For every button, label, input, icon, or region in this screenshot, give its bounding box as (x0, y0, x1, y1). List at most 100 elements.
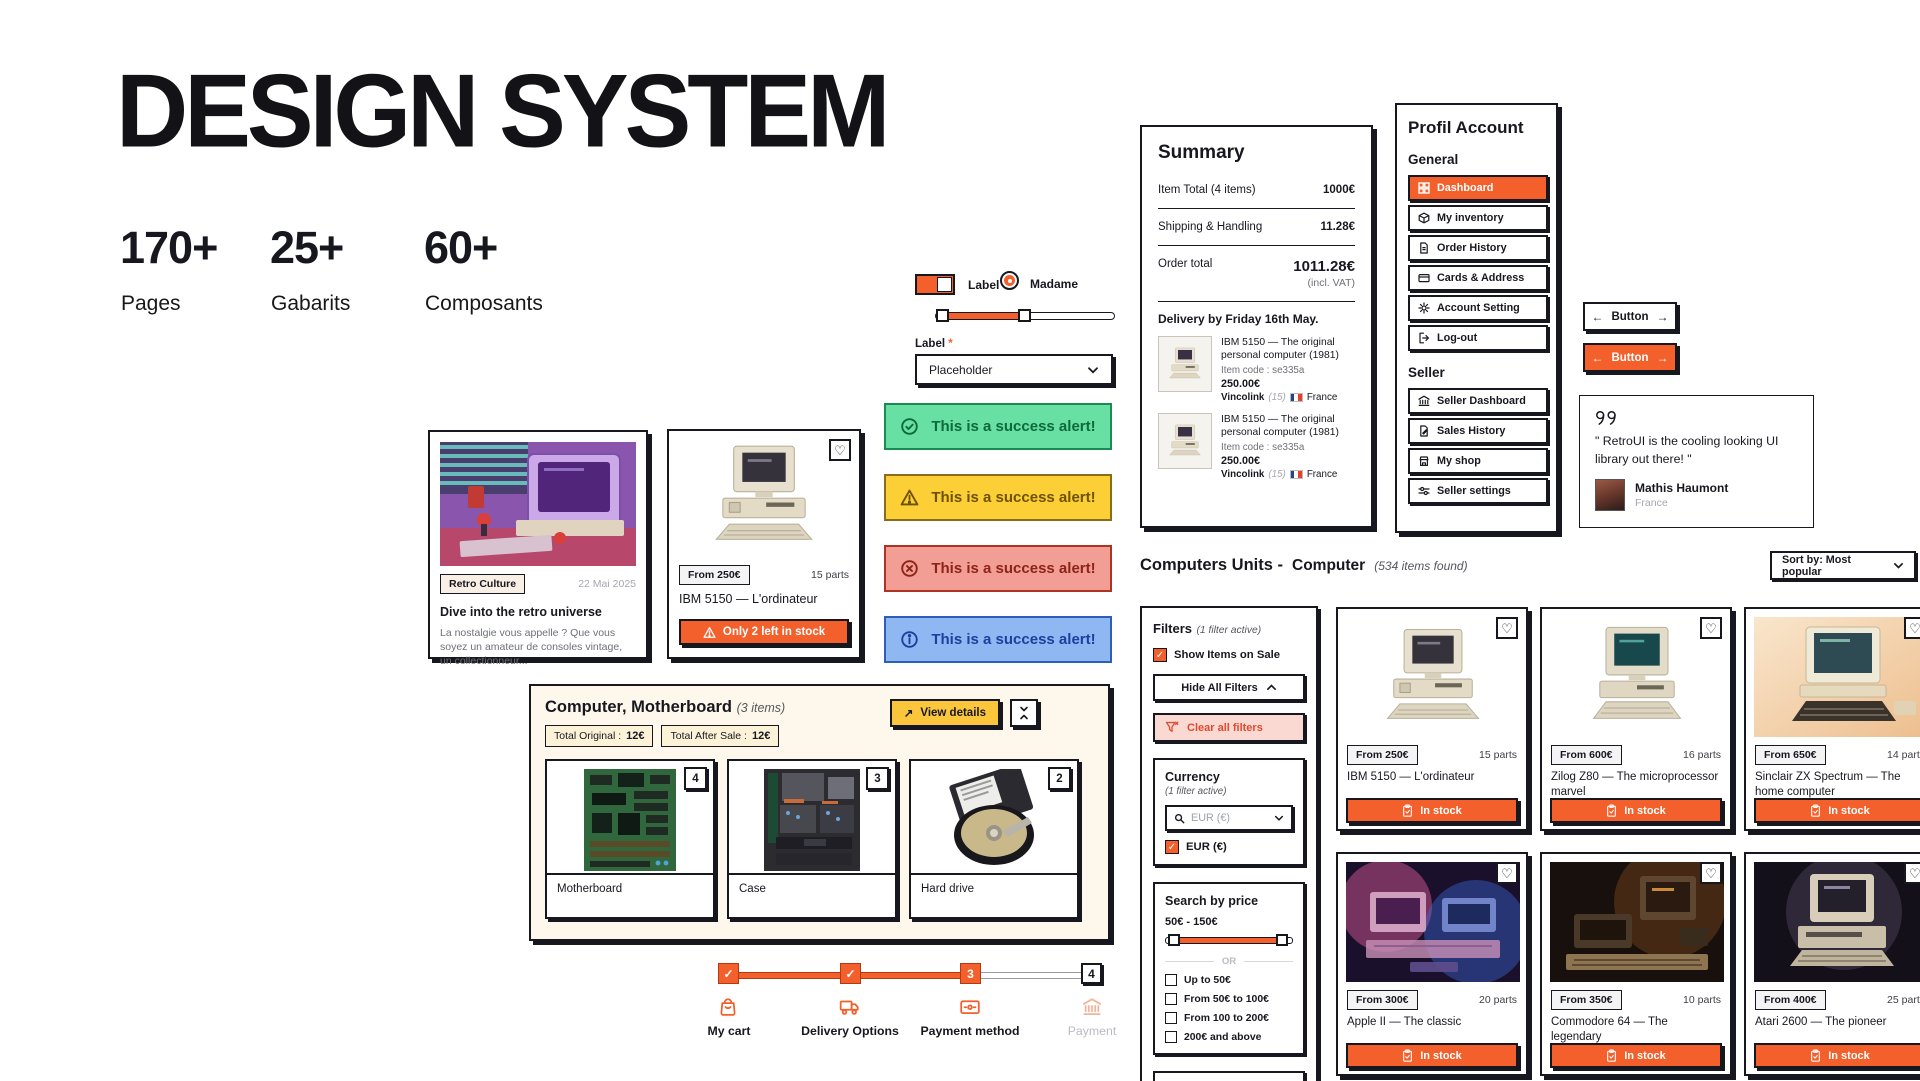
in-stock-button[interactable]: In stock (1754, 798, 1920, 823)
seller-rating: (15) (1268, 391, 1286, 403)
blog-card[interactable]: Retro Culture 22 Mai 2025 Dive into the … (428, 430, 648, 667)
checkout-stepper: ✓ ✓ 3 4 My cart Delivery Options Payment… (705, 960, 1125, 1050)
nav-sales-history[interactable]: Sales History (1408, 418, 1548, 444)
catalog-heading: Computers Units - (1140, 556, 1284, 574)
in-stock-button[interactable]: In stock (1550, 798, 1722, 823)
favorite-button[interactable]: ♡ (829, 439, 851, 461)
favorite-button[interactable]: ♡ (1700, 862, 1722, 884)
bundle-item-motherboard[interactable]: 4 Motherboard (545, 759, 715, 919)
heart-icon: ♡ (1705, 865, 1717, 881)
price-handle-max[interactable] (1276, 934, 1288, 946)
currency-select[interactable]: EUR (€) (1165, 805, 1293, 831)
filters-title: Filters (1153, 621, 1193, 636)
range-slider[interactable] (935, 309, 1115, 322)
clipboard-check-icon (1607, 1049, 1617, 1062)
checkbox-icon[interactable] (1165, 974, 1177, 986)
step-3-marker[interactable]: 3 (960, 963, 981, 984)
seller-name[interactable]: Vincolink (1221, 468, 1265, 480)
filters-panel: Filters (1 filter active) ✓ Show Items o… (1140, 606, 1318, 1081)
radio-madame[interactable] (1000, 271, 1019, 290)
bundle-item-case[interactable]: 3 Case (727, 759, 897, 919)
favorite-button[interactable]: ♡ (1496, 617, 1518, 639)
blog-category-badge: Retro Culture (440, 574, 526, 594)
currency-option-row[interactable]: ✓ EUR (€) (1165, 840, 1293, 854)
product-card-apple-ii[interactable]: ♡ From 300€20 parts Apple II — The class… (1336, 852, 1528, 1076)
slider-handle-max[interactable] (1018, 309, 1031, 322)
in-stock-button[interactable]: In stock (1346, 1043, 1518, 1068)
hide-all-filters-button[interactable]: Hide All Filters (1153, 674, 1305, 701)
item-code: Item code : se335a (1221, 364, 1305, 376)
radio-dot-icon (1004, 275, 1015, 286)
x-circle-icon (901, 560, 919, 577)
price-badge: From 250€ (1347, 745, 1418, 765)
testimonial-author: Mathis Haumont (1635, 480, 1729, 495)
collapse-button[interactable] (1010, 699, 1038, 727)
price-option-row[interactable]: From 50€ to 100€ (1165, 993, 1293, 1005)
product-card-ibm-5150[interactable]: ♡ From 250€15 parts IBM 5150 — L'ordinat… (1336, 607, 1528, 831)
product-card-zilog-z80[interactable]: ♡ From 600€16 parts Zilog Z80 — The micr… (1540, 607, 1732, 831)
sort-dropdown[interactable]: Sort by: Most popular (1770, 551, 1916, 580)
step-2-marker[interactable]: ✓ (840, 963, 861, 984)
checkbox-checked-icon[interactable]: ✓ (1153, 648, 1167, 662)
favorite-button[interactable]: ♡ (1904, 862, 1920, 884)
favorite-button[interactable]: ♡ (1904, 617, 1920, 639)
blog-title: Dive into the retro universe (440, 605, 602, 619)
truck-icon (839, 1000, 859, 1015)
nav-label: My inventory (1437, 212, 1504, 224)
price-option-row[interactable]: Up to 50€ (1165, 974, 1293, 986)
in-stock-button[interactable]: In stock (1346, 798, 1518, 823)
nav-my-inventory[interactable]: My inventory (1408, 205, 1548, 231)
delivery-date: Delivery by Friday 16th May. (1158, 312, 1319, 326)
checkbox-checked-icon[interactable]: ✓ (1165, 840, 1179, 854)
in-stock-button[interactable]: In stock (1754, 1043, 1920, 1068)
favorite-button[interactable]: ♡ (1496, 862, 1518, 884)
bundle-item-name: Case (729, 873, 895, 917)
product-image (1346, 617, 1520, 737)
quote-icon (1596, 410, 1616, 425)
testimonial-card: " RetroUI is the cooling looking UI libr… (1579, 395, 1814, 528)
favorite-button[interactable]: ♡ (1700, 617, 1722, 639)
sale-filter-row[interactable]: ✓ Show Items on Sale (1153, 648, 1305, 662)
low-stock-button[interactable]: Only 2 left in stock (679, 619, 849, 645)
alert-text: This is a success alert! (931, 560, 1096, 577)
placeholder-select[interactable]: Placeholder (915, 354, 1113, 385)
featured-product-card[interactable]: ♡ From 250€ 15 parts IBM 5150 — L'ordina… (667, 429, 861, 659)
card-icon (1418, 273, 1430, 283)
product-card-commodore-64[interactable]: ♡ From 350€10 parts Commodore 64 — The l… (1540, 852, 1732, 1076)
alert-error: This is a success alert! (884, 545, 1112, 592)
nav-order-history[interactable]: Order History (1408, 235, 1548, 261)
secondary-button[interactable]: ← Button → (1583, 302, 1677, 331)
price-handle-min[interactable] (1168, 934, 1180, 946)
nav-my-shop[interactable]: My shop (1408, 448, 1548, 474)
nav-account-setting[interactable]: Account Setting (1408, 295, 1548, 321)
product-card-atari-2600[interactable]: ♡ From 400€25 parts Atari 2600 — The pio… (1744, 852, 1920, 1076)
toggle-switch[interactable] (915, 274, 955, 295)
product-image (1754, 617, 1920, 737)
product-card-sinclair-zx[interactable]: ♡ From 650€14 parts Sinclair ZX Spectrum… (1744, 607, 1920, 831)
checkbox-icon[interactable] (1165, 1031, 1177, 1043)
seller-name[interactable]: Vincolink (1221, 391, 1265, 403)
nav-cards-address[interactable]: Cards & Address (1408, 265, 1548, 291)
price-range-slider[interactable] (1165, 934, 1293, 946)
blog-date: 22 Mai 2025 (578, 578, 636, 590)
slider-handle-min[interactable] (936, 309, 949, 322)
filters-active-note: (1 filter active) (1196, 625, 1262, 636)
nav-seller-settings[interactable]: Seller settings (1408, 478, 1548, 504)
warning-triangle-icon (703, 626, 716, 638)
clear-all-filters-button[interactable]: Clear all filters (1153, 713, 1305, 742)
item-quantity-badge: 3 (866, 767, 889, 790)
nav-seller-dashboard[interactable]: Seller Dashboard (1408, 388, 1548, 414)
nav-dashboard[interactable]: Dashboard (1408, 175, 1548, 201)
checkbox-icon[interactable] (1165, 993, 1177, 1005)
in-stock-button[interactable]: In stock (1550, 1043, 1722, 1068)
nav-log-out[interactable]: Log-out (1408, 325, 1548, 351)
view-details-button[interactable]: ↗ View details (889, 699, 1000, 727)
price-option-row[interactable]: 200€ and above (1165, 1031, 1293, 1043)
checkbox-icon[interactable] (1165, 1012, 1177, 1024)
bundle-item-hard-drive[interactable]: 2 Hard drive (909, 759, 1079, 919)
price-option-row[interactable]: From 100 to 200€ (1165, 1012, 1293, 1024)
step-4-marker[interactable]: 4 (1081, 963, 1102, 984)
seller-country: France (1306, 468, 1338, 480)
primary-button[interactable]: ← Button → (1583, 343, 1677, 372)
step-1-marker[interactable]: ✓ (718, 963, 739, 984)
